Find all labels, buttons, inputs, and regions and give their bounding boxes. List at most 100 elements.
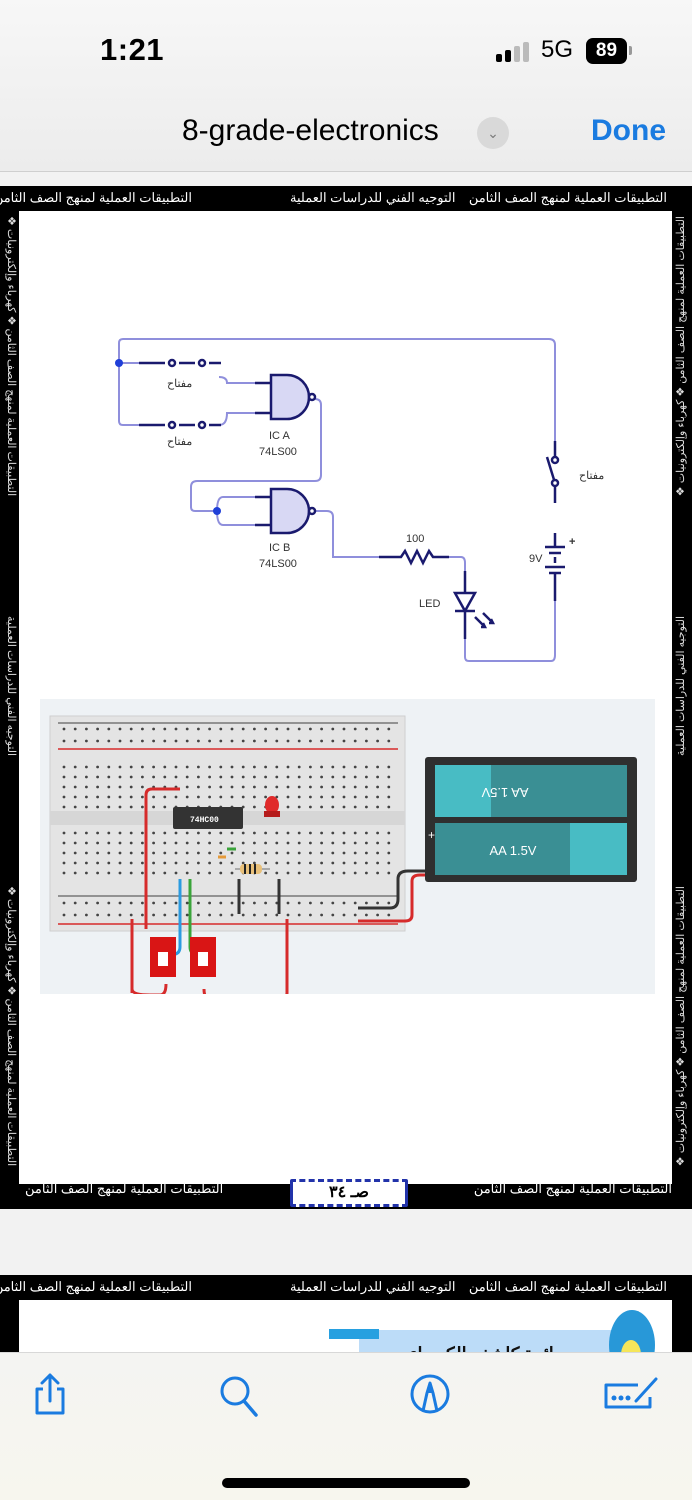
breadboard-hole xyxy=(353,851,357,855)
breadboard-hole xyxy=(342,739,346,743)
breadboard-hole xyxy=(309,739,312,743)
breadboard-hole xyxy=(253,851,256,855)
breadboard-hole xyxy=(376,775,379,779)
signature-button[interactable] xyxy=(600,1371,662,1417)
breadboard-hole xyxy=(174,861,178,865)
breadboard-hole xyxy=(309,851,312,855)
gate-a-name: IC A xyxy=(269,430,290,442)
breadboard-hole xyxy=(241,795,245,799)
share-button[interactable] xyxy=(27,1371,73,1417)
breadboard-hole xyxy=(152,861,155,865)
breadboard-hole xyxy=(174,739,178,743)
breadboard-hole xyxy=(297,739,301,743)
breadboard-hole xyxy=(185,901,189,905)
breadboard-hole xyxy=(118,727,122,731)
status-time: 1:21 xyxy=(100,32,165,67)
breadboard-hole xyxy=(73,805,77,809)
breadboard-hole xyxy=(152,795,155,799)
document-title[interactable]: 8-grade-electronics xyxy=(182,114,439,147)
breadboard-hole xyxy=(152,831,155,835)
battery-voltage: 9V xyxy=(529,553,543,565)
breadboard-hole xyxy=(320,871,323,875)
breadboard-hole xyxy=(342,795,346,799)
breadboard-hole xyxy=(376,795,379,799)
breadboard-hole xyxy=(309,871,312,875)
breadboard-hole xyxy=(141,765,144,769)
breadboard-hole xyxy=(286,775,290,779)
breadboard-hole xyxy=(163,861,167,865)
breadboard-hole xyxy=(129,861,133,865)
breadboard-hole xyxy=(163,831,167,835)
breadboard-hole xyxy=(219,851,223,855)
breadboard-hole xyxy=(118,739,122,743)
breadboard-hole xyxy=(141,901,144,905)
breadboard-hole xyxy=(297,765,301,769)
breadboard-hole xyxy=(107,861,111,865)
battery-plus: + xyxy=(569,536,575,548)
wire-switch2-left xyxy=(118,363,139,426)
breadboard-hole xyxy=(342,785,346,789)
breadboard-hole xyxy=(163,851,167,855)
breadboard-hole xyxy=(208,727,212,731)
breadboard-hole xyxy=(73,871,77,875)
breadboard-hole xyxy=(331,727,335,731)
breadboard-hole xyxy=(331,775,335,779)
breadboard-hole xyxy=(129,871,133,875)
breadboard-hole xyxy=(342,765,346,769)
breadboard-hole xyxy=(342,901,346,905)
breadboard-hole xyxy=(152,739,155,743)
breadboard-hole xyxy=(253,727,256,731)
breadboard-hole xyxy=(152,841,155,845)
chevron-down-icon[interactable]: ⌄ xyxy=(477,117,509,149)
breadboard-hole xyxy=(241,727,245,731)
wire-top xyxy=(118,338,556,441)
breadboard-hole xyxy=(309,765,312,769)
breadboard-hole xyxy=(387,765,391,769)
breadboard-hole xyxy=(107,851,111,855)
breadboard-hole xyxy=(241,785,245,789)
header-center-text: التوجيه الفني للدراسات العملية xyxy=(290,190,456,205)
breadboard-hole xyxy=(331,841,335,845)
header-left-text: التطبيقات العملية لمنهج الصف الثامن xyxy=(0,1279,192,1294)
breadboard-hole xyxy=(73,727,77,731)
breadboard-hole xyxy=(286,727,290,731)
breadboard-hole xyxy=(230,739,234,743)
breadboard-hole xyxy=(365,805,368,809)
breadboard-hole xyxy=(219,765,223,769)
breadboard-hole xyxy=(107,901,111,905)
breadboard-hole xyxy=(365,765,368,769)
breadboard-hole xyxy=(230,871,234,875)
breadboard-hole xyxy=(85,739,88,743)
breadboard-hole xyxy=(129,805,133,809)
breadboard-hole xyxy=(264,775,267,779)
breadboard-hole xyxy=(230,841,234,845)
breadboard-hole xyxy=(387,785,391,789)
breadboard-hole xyxy=(219,913,223,917)
home-indicator[interactable] xyxy=(222,1478,470,1488)
breadboard-hole xyxy=(331,831,335,835)
header-left-text: التطبيقات العملية لمنهج الصف الثامن xyxy=(0,190,192,205)
breadboard-hole xyxy=(230,861,234,865)
breadboard-hole xyxy=(297,795,301,799)
breadboard-hole xyxy=(331,805,335,809)
breadboard-hole xyxy=(85,901,88,905)
breadboard-hole xyxy=(152,901,155,905)
breadboard-hole xyxy=(387,913,391,917)
breadboard-hole xyxy=(264,765,267,769)
breadboard-hole xyxy=(62,785,66,789)
breadboard-hole xyxy=(152,805,155,809)
breadboard-hole xyxy=(264,739,267,743)
breadboard-hole xyxy=(353,901,357,905)
breadboard-hole xyxy=(241,861,245,865)
breadboard-hole xyxy=(264,901,267,905)
wire-bottom xyxy=(464,601,556,662)
markup-button[interactable] xyxy=(407,1371,453,1417)
breadboard-hole xyxy=(253,831,256,835)
breadboard-hole xyxy=(129,831,133,835)
breadboard-hole xyxy=(241,775,245,779)
breadboard-hole xyxy=(118,861,122,865)
done-button[interactable]: Done xyxy=(591,114,666,147)
search-button[interactable] xyxy=(216,1371,262,1417)
breadboard-hole xyxy=(342,727,346,731)
wire-gateB-out xyxy=(309,510,379,558)
